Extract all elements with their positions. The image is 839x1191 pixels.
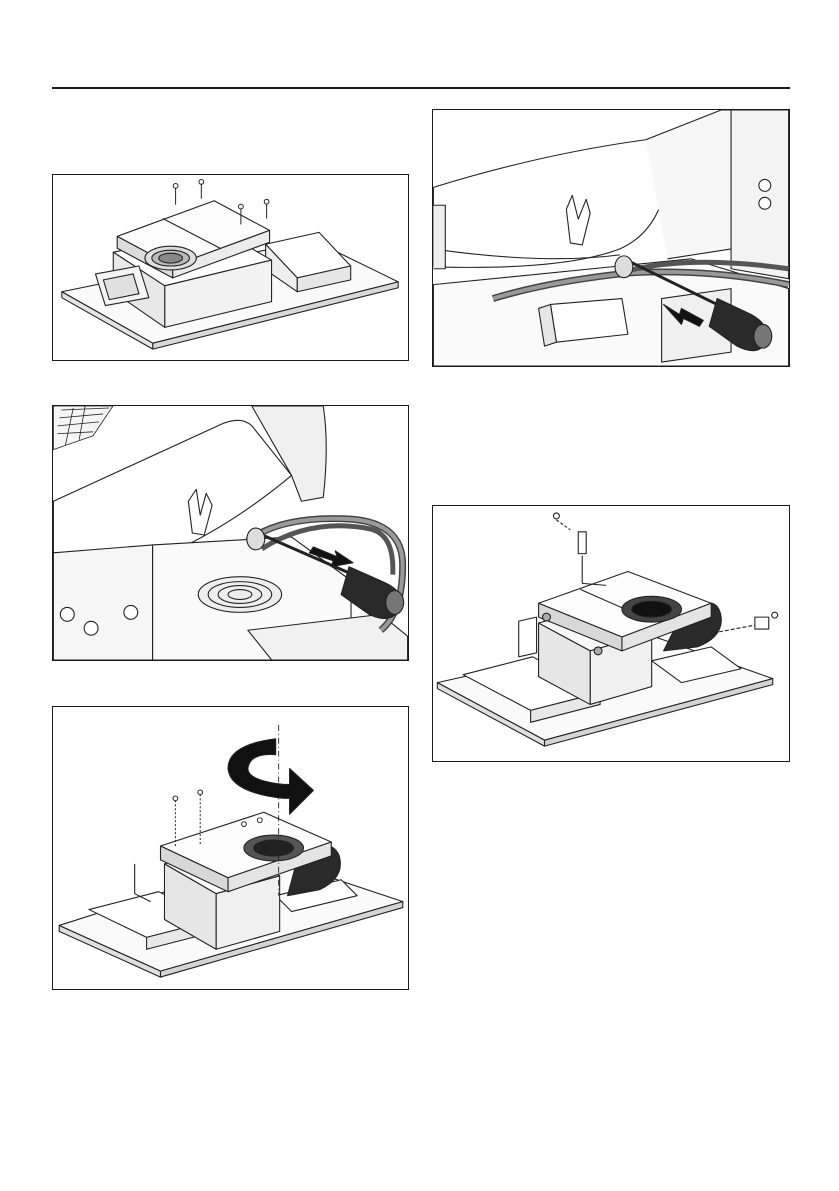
reassemble-fan-housing-illustration [433, 506, 789, 761]
figure-fan-housing-screws [52, 174, 409, 361]
insert-cable-clip-illustration [433, 110, 789, 366]
figure-reassemble-fan-housing [432, 505, 790, 762]
release-cable-clip-illustration [53, 406, 408, 660]
figure-insert-cable-clip [432, 109, 790, 367]
figure-rotate-fan-housing [52, 706, 409, 990]
header-rule [52, 87, 790, 89]
fan-housing-screws-illustration [53, 175, 408, 360]
figure-release-cable-clip [52, 405, 409, 661]
rotate-fan-housing-illustration [53, 707, 408, 989]
